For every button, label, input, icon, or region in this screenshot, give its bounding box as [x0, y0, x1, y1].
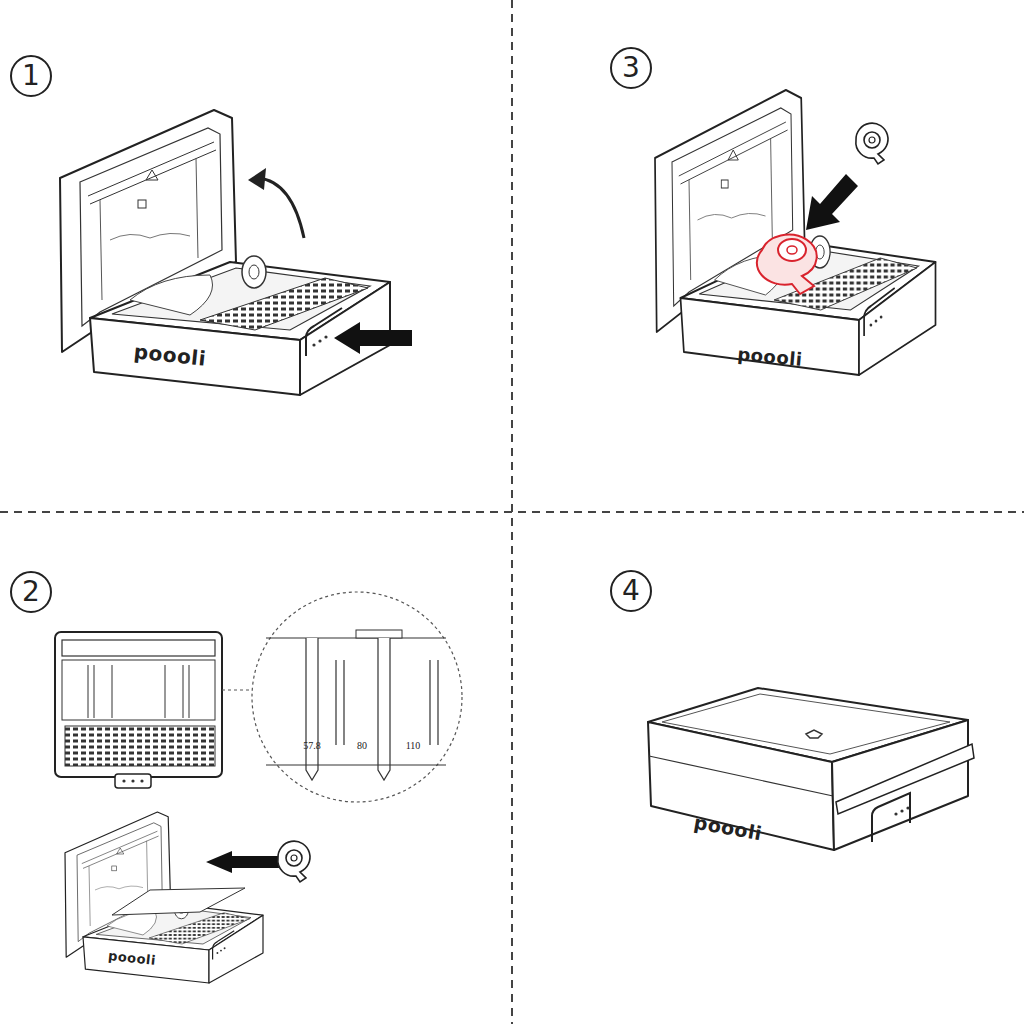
step-number: 3 [610, 47, 652, 89]
step-number: 4 [610, 570, 652, 612]
width-mark: 110 [406, 741, 421, 751]
step-number-text: 2 [22, 578, 40, 606]
step-number: 1 [10, 55, 52, 97]
width-mark: 80 [357, 741, 367, 751]
step-number: 2 [10, 571, 52, 613]
step-number-text: 3 [622, 54, 640, 82]
brand-logo: poooli [737, 345, 804, 369]
step-number-text: 4 [622, 577, 640, 605]
width-mark: 57.8 [303, 741, 321, 751]
step-number-text: 1 [22, 62, 40, 90]
